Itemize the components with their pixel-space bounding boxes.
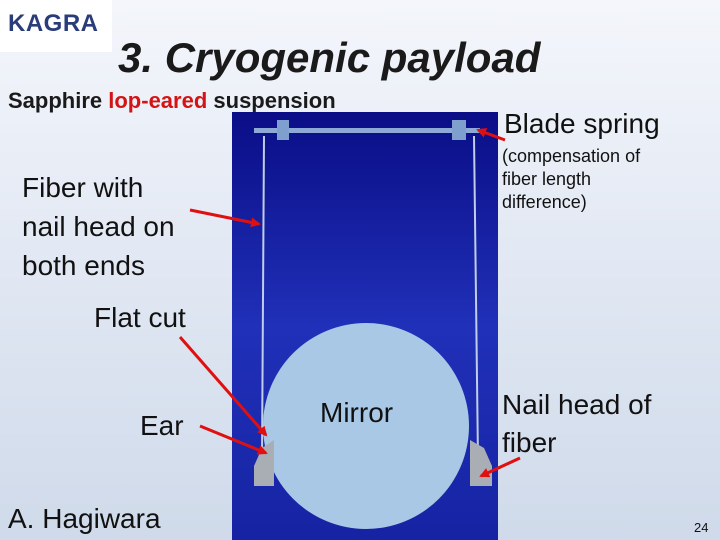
- subtitle-highlight: lop-eared: [108, 88, 208, 113]
- nail-line-1: Nail head of: [502, 389, 652, 420]
- fiber-line-3: both ends: [22, 250, 145, 281]
- compensation-line-1: (compensation of: [502, 146, 641, 166]
- ear-left: [254, 440, 274, 486]
- fiber-line-1: Fiber with: [22, 172, 144, 203]
- blade-clamp-left: [277, 120, 289, 140]
- label-fiber-nail-head: Fiber with nail head on both ends: [22, 168, 175, 285]
- subtitle-part-3: suspension: [207, 88, 336, 113]
- logo-text: KAGRA: [8, 10, 99, 37]
- mirror-disc: [263, 323, 469, 529]
- author-name: A. Hagiwara: [8, 503, 161, 534]
- nail-line-2: fiber: [502, 427, 557, 458]
- page-number: 24: [694, 520, 709, 535]
- arrow-blade-spring: [476, 128, 506, 142]
- compensation-line-3: difference): [502, 192, 587, 212]
- compensation-line-2: fiber length: [502, 169, 592, 189]
- label-flat-cut: Flat cut: [94, 302, 186, 333]
- arrow-flat-cut: [178, 336, 268, 437]
- slide-subtitle: Sapphire lop-eared suspension: [8, 88, 336, 114]
- fiber-line-2: nail head on: [22, 211, 175, 242]
- label-nail-head: Nail head of fiber: [502, 386, 651, 462]
- blade-clamp-right: [452, 120, 466, 140]
- arrow-fiber: [189, 208, 261, 228]
- subtitle-part-1: Sapphire: [8, 88, 109, 113]
- fiber-right: [473, 135, 479, 461]
- ear-right: [470, 440, 492, 486]
- arrow-ear: [199, 424, 268, 455]
- blade-spring-bar: [254, 128, 480, 133]
- arrow-nail-head: [479, 456, 521, 478]
- label-mirror: Mirror: [320, 397, 394, 428]
- label-blade-spring: Blade spring: [504, 108, 660, 139]
- label-ear: Ear: [140, 410, 184, 441]
- slide-title: 3. Cryogenic payload: [118, 34, 541, 81]
- fiber-left: [261, 135, 265, 461]
- kagra-logo: KAGRA: [0, 0, 112, 52]
- label-compensation: (compensation of fiber length difference…: [502, 145, 640, 214]
